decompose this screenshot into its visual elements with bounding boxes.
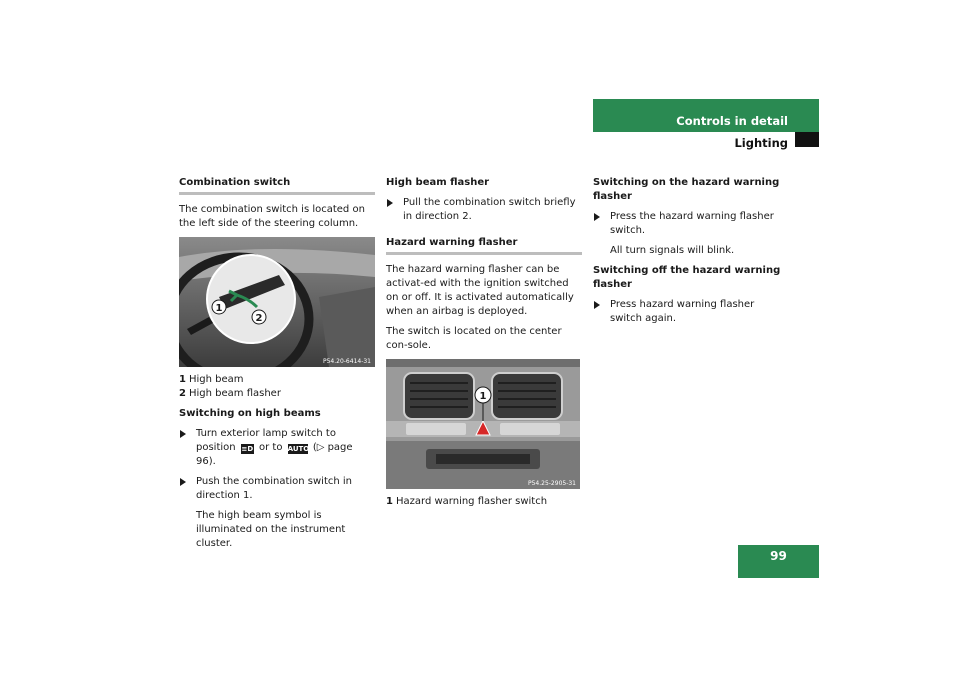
page-reference: (▷ page 96). <box>196 442 353 467</box>
caption-text: High beam flasher <box>189 388 281 399</box>
step-text: Pull the combination switch briefly in d… <box>403 197 576 222</box>
caption-number: 2 <box>179 388 186 399</box>
bullet-arrow-icon <box>594 301 600 309</box>
step-note: The high beam symbol is illuminated on t… <box>196 510 346 549</box>
column-hazard-warning: High beam flasher Pull the combination s… <box>386 176 582 509</box>
steering-column-photo: 1 2 P54.20-6414-31 <box>179 237 375 367</box>
column-combination-switch: Combination switch The combination switc… <box>179 176 375 557</box>
step-push-switch: Push the combination switch in direction… <box>179 475 375 503</box>
caption-number: 1 <box>179 374 186 385</box>
auto-symbol-icon: AUTO <box>287 444 310 454</box>
section-title: Lighting <box>734 136 788 150</box>
page-number-band <box>738 545 819 578</box>
photo-id: P54.20-6414-31 <box>323 358 371 365</box>
caption-text: Hazard warning flasher switch <box>396 496 548 507</box>
hazard-para-2: The switch is located on the center con-… <box>386 326 562 351</box>
callout-1: 1 <box>216 303 223 314</box>
step-turn-switch: Turn exterior lamp switch to position ≡D… <box>179 427 375 469</box>
intro-text: The combination switch is located on the… <box>179 204 365 229</box>
hazard-para-1: The hazard warning flasher can be activa… <box>386 264 574 317</box>
heading-rule <box>179 192 375 195</box>
page-number: 99 <box>770 549 787 563</box>
step-text: Turn exterior lamp switch to position <box>196 428 336 453</box>
step-text: Press hazard warning flasher switch agai… <box>610 299 755 324</box>
chapter-title: Controls in detail <box>676 114 788 128</box>
subheading-high-beam-flasher: High beam flasher <box>386 177 490 188</box>
caption-text: High beam <box>189 374 244 385</box>
section-marker <box>795 132 819 147</box>
column-hazard-steps: Switching on the hazard warning flasher … <box>593 176 789 332</box>
step-press-switch: Press the hazard warning flasher switch. <box>593 210 789 238</box>
heading-combination-switch: Combination switch <box>179 177 291 188</box>
photo-id: P54.25-2905-31 <box>528 480 576 487</box>
heading-hazard-warning: Hazard warning flasher <box>386 237 518 248</box>
step-text: Push the combination switch in direction… <box>196 476 353 501</box>
step-text: or to <box>258 442 283 453</box>
center-console-photo: 1 P54.25-2905-31 <box>386 359 580 489</box>
caption-number: 1 <box>386 496 393 507</box>
step-text: Press the hazard warning flasher switch. <box>610 211 774 236</box>
subheading-switch-off: Switching off the hazard warning flasher <box>593 265 781 290</box>
step-note: All turn signals will blink. <box>610 245 735 256</box>
subheading-switch-on: Switching on the hazard warning flasher <box>593 177 780 202</box>
callout-1: 1 <box>480 391 487 402</box>
step-press-again: Press hazard warning flasher switch agai… <box>593 298 789 326</box>
high-beam-symbol-icon: ≡D <box>240 444 254 454</box>
bullet-arrow-icon <box>180 478 186 486</box>
heading-rule <box>386 252 582 255</box>
callout-2: 2 <box>256 313 263 324</box>
subheading-high-beams: Switching on high beams <box>179 408 321 419</box>
step-pull-switch: Pull the combination switch briefly in d… <box>386 196 582 224</box>
header-band <box>593 99 819 132</box>
bullet-arrow-icon <box>180 430 186 438</box>
bullet-arrow-icon <box>387 199 393 207</box>
bullet-arrow-icon <box>594 213 600 221</box>
